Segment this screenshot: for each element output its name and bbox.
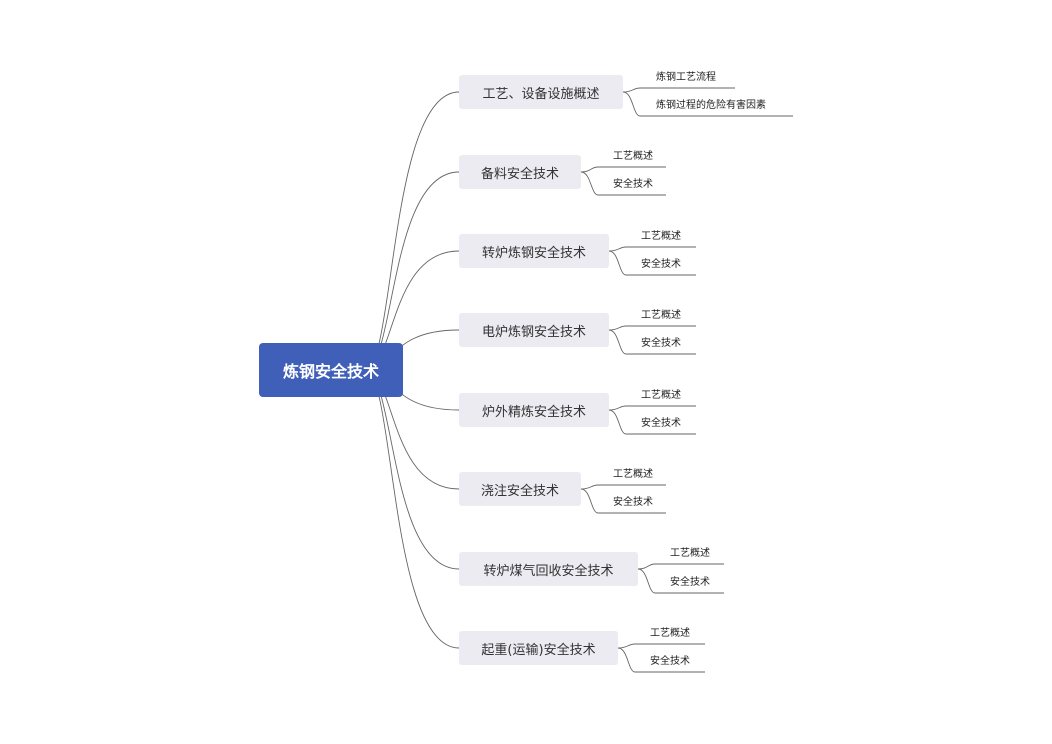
leaf-connector bbox=[608, 409, 627, 435]
leaf-node[interactable]: 工艺概述 bbox=[641, 231, 681, 242]
root-node-label: 炼钢安全技术 bbox=[282, 362, 379, 381]
leaf-connector bbox=[580, 171, 599, 196]
leaf-connector bbox=[608, 246, 627, 252]
branch-label: 起重(运输)安全技术 bbox=[481, 642, 596, 658]
leaf-node[interactable]: 工艺概述 bbox=[650, 628, 690, 639]
branch-node-material[interactable]: 备料安全技术 bbox=[459, 155, 581, 189]
root-node[interactable]: 炼钢安全技术 bbox=[259, 343, 403, 397]
leaf-node[interactable]: 安全技术 bbox=[670, 577, 710, 588]
branch-label: 炉外精炼安全技术 bbox=[481, 404, 586, 420]
leaf-connector bbox=[608, 325, 627, 331]
branch-node-refining[interactable]: 炉外精炼安全技术 bbox=[459, 393, 609, 427]
branch-connector bbox=[364, 369, 460, 570]
branch-label: 转炉煤气回收安全技术 bbox=[483, 563, 614, 579]
branch-node-gas-recovery[interactable]: 转炉煤气回收安全技术 bbox=[459, 552, 638, 586]
leaf-node[interactable]: 安全技术 bbox=[613, 179, 653, 190]
leaf-connector bbox=[622, 91, 641, 117]
leaf-node[interactable]: 安全技术 bbox=[641, 259, 681, 270]
leaf-node[interactable]: 工艺概述 bbox=[641, 310, 681, 321]
branch-label: 浇注安全技术 bbox=[480, 483, 559, 499]
branch-label: 电炉炼钢安全技术 bbox=[481, 324, 586, 340]
leaf-connector bbox=[608, 405, 627, 411]
leaf-connector bbox=[637, 563, 656, 570]
leaf-node[interactable]: 安全技术 bbox=[650, 656, 690, 667]
leaf-connector bbox=[622, 87, 641, 93]
branch-connector bbox=[364, 171, 460, 371]
leaf-node[interactable]: 工艺概述 bbox=[613, 151, 653, 162]
leaf-connector bbox=[580, 166, 599, 173]
branch-node-electric-furnace[interactable]: 电炉炼钢安全技术 bbox=[459, 313, 609, 347]
branch-label: 备料安全技术 bbox=[480, 166, 559, 182]
leaf-node[interactable]: 工艺概述 bbox=[613, 469, 653, 480]
leaf-node[interactable]: 炼钢过程的危险有害因素 bbox=[656, 100, 766, 111]
leaf-connector bbox=[580, 488, 599, 514]
branch-node-converter[interactable]: 转炉炼钢安全技术 bbox=[459, 234, 609, 268]
branch-label: 转炉炼钢安全技术 bbox=[481, 245, 586, 261]
leaf-connector bbox=[637, 568, 656, 594]
leaf-node[interactable]: 安全技术 bbox=[641, 418, 681, 429]
leaf-node[interactable]: 工艺概述 bbox=[670, 548, 710, 559]
branch-node-lifting[interactable]: 起重(运输)安全技术 bbox=[459, 631, 618, 665]
leaf-node[interactable]: 工艺概述 bbox=[641, 390, 681, 401]
branch-node-overview[interactable]: 工艺、设备设施概述 bbox=[459, 75, 623, 109]
branch-node-casting[interactable]: 浇注安全技术 bbox=[459, 472, 581, 506]
leaf-connector bbox=[608, 250, 627, 276]
leaf-node[interactable]: 安全技术 bbox=[613, 497, 653, 508]
leaf-connector bbox=[617, 647, 636, 673]
leaf-node[interactable]: 安全技术 bbox=[641, 338, 681, 349]
leaf-connector bbox=[617, 643, 636, 649]
leaf-connector bbox=[580, 484, 599, 490]
branch-label: 工艺、设备设施概述 bbox=[482, 86, 600, 102]
leaf-connector bbox=[608, 329, 627, 355]
branch-connector bbox=[364, 369, 460, 649]
branch-connector bbox=[364, 91, 460, 371]
leaf-node[interactable]: 炼钢工艺流程 bbox=[656, 72, 716, 83]
